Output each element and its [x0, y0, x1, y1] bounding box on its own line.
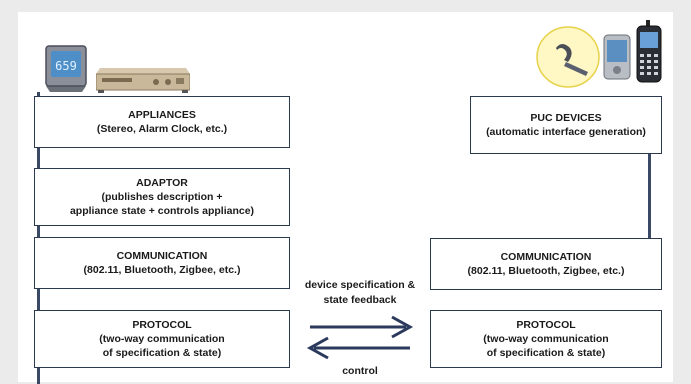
puc-devices-title: PUC DEVICES	[530, 112, 602, 124]
left-protocol-subtitle-line2: of specification & state)	[102, 347, 222, 359]
svg-text:659: 659	[55, 59, 77, 73]
arrows-layer	[306, 315, 414, 360]
arrow-label-control: control	[310, 364, 410, 379]
arrow-left-control	[306, 336, 410, 360]
left-protocol-subtitle-line1: (two-way communication	[99, 333, 225, 345]
right-communication-title: COMMUNICATION	[500, 251, 592, 263]
puc-devices-box: PUC DEVICES (automatic interface generat…	[470, 96, 662, 154]
connector-line-right	[648, 154, 651, 238]
alarm-clock-icon: 659	[42, 42, 90, 92]
left-protocol-title: PROTOCOL	[132, 319, 192, 331]
headset-icon	[536, 26, 600, 88]
right-protocol-box: PROTOCOL (two-way communication of speci…	[430, 310, 662, 368]
left-protocol-box: PROTOCOL (two-way communication of speci…	[34, 310, 290, 368]
adaptor-subtitle-line1: (publishes description +	[101, 191, 223, 203]
adaptor-subtitle-line2: appliance state + controls appliance)	[69, 205, 255, 217]
appliances-subtitle: (Stereo, Alarm Clock, etc.)	[96, 123, 228, 135]
right-protocol-subtitle-line2: of specification & state)	[486, 347, 606, 359]
arrow-right-spec-feedback	[310, 315, 414, 339]
arrow-label-control-text: control	[342, 365, 378, 377]
right-communication-subtitle: (802.11, Bluetooth, Zigbee, etc.)	[467, 265, 625, 277]
adaptor-title: ADAPTOR	[136, 177, 188, 189]
arrow-label-spec-feedback: device specification & state feedback	[290, 278, 430, 308]
left-communication-box: COMMUNICATION (802.11, Bluetooth, Zigbee…	[34, 237, 290, 289]
stereo-icon	[95, 62, 191, 94]
right-communication-box: COMMUNICATION (802.11, Bluetooth, Zigbee…	[430, 238, 662, 290]
left-communication-title: COMMUNICATION	[116, 250, 208, 262]
arrow-label-spec-feedback-line1: device specification &	[304, 279, 416, 291]
pda-icon	[603, 34, 631, 80]
diagram-canvas: 659	[18, 12, 673, 384]
arrow-label-spec-feedback-line2: state feedback	[323, 294, 397, 306]
cell-phone-icon	[635, 20, 663, 84]
adaptor-box: ADAPTOR (publishes description + applian…	[34, 168, 290, 226]
appliances-title: APPLIANCES	[128, 109, 196, 121]
appliances-box: APPLIANCES (Stereo, Alarm Clock, etc.)	[34, 96, 290, 148]
right-protocol-title: PROTOCOL	[516, 319, 576, 331]
right-protocol-subtitle-line1: (two-way communication	[483, 333, 609, 345]
puc-devices-subtitle: (automatic interface generation)	[486, 126, 646, 138]
left-communication-subtitle: (802.11, Bluetooth, Zigbee, etc.)	[83, 264, 241, 276]
